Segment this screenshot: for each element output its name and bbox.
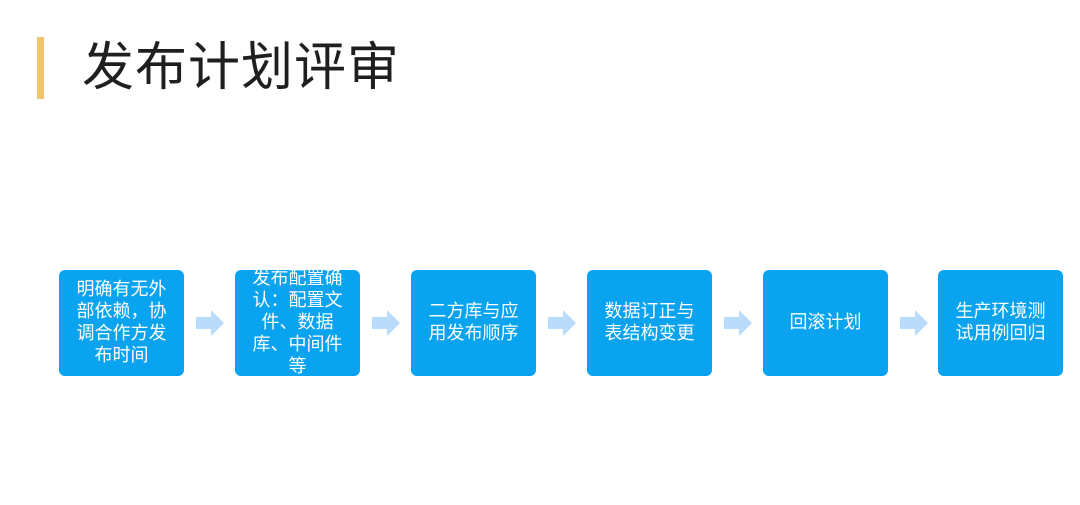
- arrow-right-icon: [372, 310, 400, 336]
- arrow-right-icon: [548, 310, 576, 336]
- arrow-right-icon: [196, 310, 224, 336]
- flow-step-label: 回滚计划: [789, 312, 862, 333]
- flow-step-label: 生产环境测试用例回归: [955, 301, 1046, 344]
- flow-step-1: 明确有无外部依赖，协调合作方发布时间: [59, 270, 184, 376]
- flow-step-5: 回滚计划: [763, 270, 888, 376]
- title-accent-bar: [37, 37, 44, 99]
- process-flow: 明确有无外部依赖，协调合作方发布时间 发布配置确认：配置文件、数据库、中间件等 …: [59, 268, 1063, 377]
- flow-step-2: 发布配置确认：配置文件、数据库、中间件等: [235, 268, 360, 377]
- arrow-right-icon: [900, 310, 928, 336]
- flow-step-3: 二方库与应用发布顺序: [411, 270, 536, 376]
- flow-step-6: 生产环境测试用例回归: [938, 270, 1063, 376]
- arrow-right-icon: [724, 310, 752, 336]
- flow-step-label: 数据订正与表结构变更: [604, 301, 695, 344]
- flow-step-label: 明确有无外部依赖，协调合作方发布时间: [76, 279, 167, 366]
- page-title: 发布计划评审: [82, 38, 401, 98]
- flow-step-label: 二方库与应用发布顺序: [428, 301, 519, 344]
- flow-step-4: 数据订正与表结构变更: [587, 270, 712, 376]
- flow-step-label: 发布配置确认：配置文件、数据库、中间件等: [252, 268, 343, 377]
